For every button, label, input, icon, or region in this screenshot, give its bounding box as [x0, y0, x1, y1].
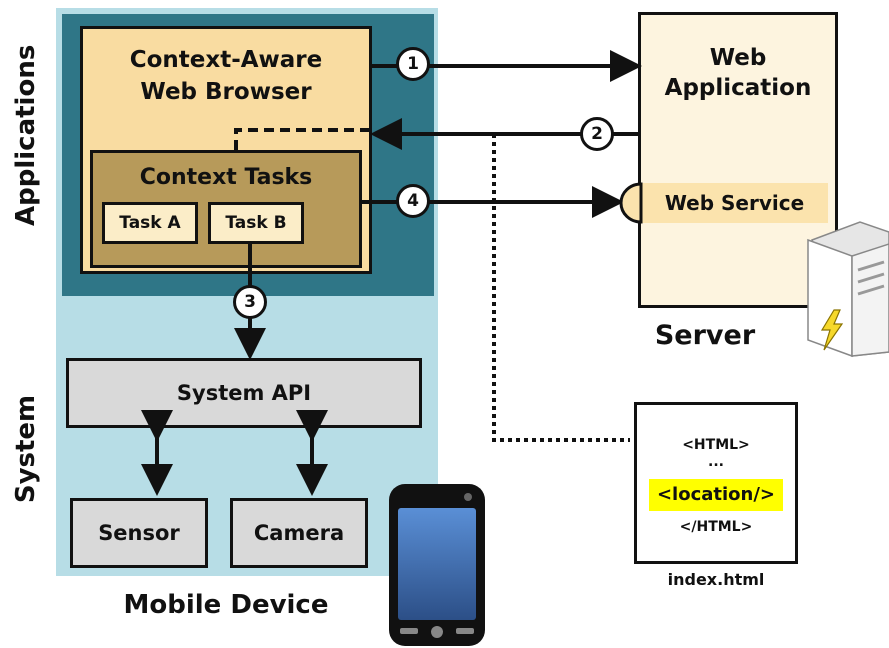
web-service-bar: Web Service — [641, 183, 828, 223]
step-badge-3: 3 — [233, 285, 267, 319]
smartphone-icon — [389, 484, 485, 646]
task-a-box: Task A — [102, 202, 198, 244]
html-close-tag: </HTML> — [679, 519, 753, 535]
mobile-device-label: Mobile Device — [123, 590, 329, 620]
step-badge-1: 1 — [396, 47, 430, 81]
web-service-socket — [619, 182, 643, 224]
server-icon — [807, 221, 889, 358]
index-html-document: <HTML> ... <location/> </HTML> — [634, 402, 798, 564]
step-badge-4: 4 — [396, 184, 430, 218]
web-application-box: Web Application — [638, 12, 838, 308]
step-badge-2: 2 — [580, 117, 614, 151]
browser-title-line1: Context-Aware — [129, 47, 323, 73]
web-app-title-line2: Application — [664, 75, 812, 101]
server-label: Server — [654, 320, 756, 351]
location-tag: <location/> — [649, 479, 783, 511]
html-open-tag: <HTML> — [682, 437, 750, 453]
html-ellipsis: ... — [708, 454, 724, 470]
web-app-title-line1: Web — [709, 45, 767, 71]
camera-box: Camera — [230, 498, 368, 568]
index-html-filename: index.html — [667, 570, 765, 589]
browser-title-line2: Web Browser — [140, 79, 312, 105]
dotted-link — [492, 134, 630, 442]
task-b-box: Task B — [208, 202, 304, 244]
sensor-box: Sensor — [70, 498, 208, 568]
dashed-link — [234, 128, 372, 150]
context-tasks-title: Context Tasks — [139, 165, 313, 190]
